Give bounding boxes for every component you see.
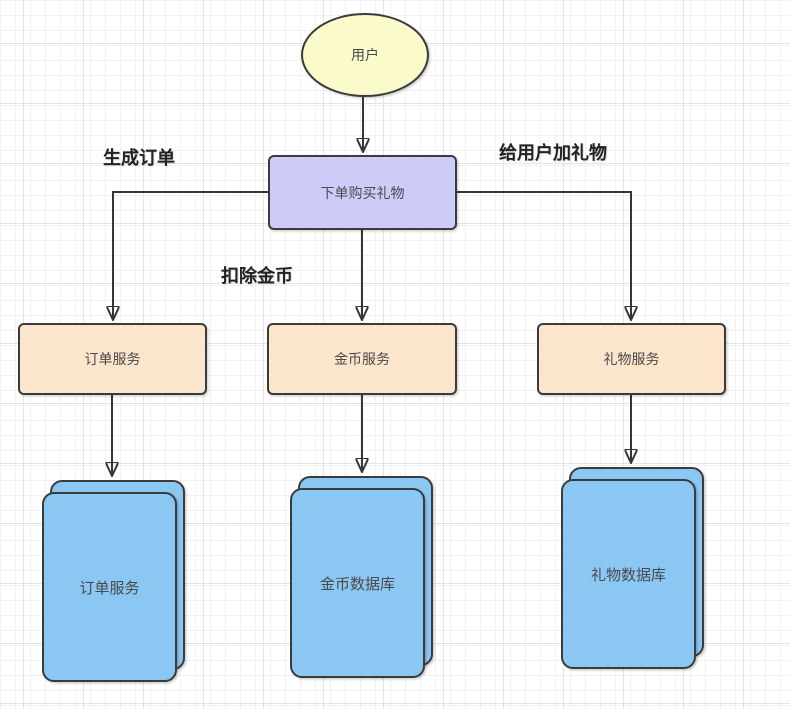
node-coin-service-label: 金币服务	[334, 351, 390, 367]
node-gift-service-label: 礼物服务	[603, 351, 660, 367]
edge-label-add-gift[interactable]: 给用户加礼物	[499, 143, 607, 163]
node-gift-db-label: 礼物数据库	[590, 566, 666, 584]
edge-label-create-order[interactable]: 生成订单	[103, 148, 175, 168]
order-db-front-card: 订单服务	[42, 492, 177, 682]
node-order-service-label: 订单服务	[84, 351, 141, 367]
gift-db-front-card: 礼物数据库	[561, 479, 696, 669]
edge-action-to-order-service	[113, 191, 268, 319]
node-user-label: 用户	[351, 47, 379, 63]
edge-label-deduct-coins[interactable]: 扣除金币	[221, 266, 293, 286]
node-gift-service[interactable]: 礼物服务	[537, 323, 726, 395]
node-order-db[interactable]: 订单服务	[42, 480, 187, 684]
node-coin-db-label: 金币数据库	[319, 575, 395, 593]
edge-action-to-gift-service	[457, 191, 631, 319]
coin-db-front-card: 金币数据库	[290, 488, 425, 678]
node-order-service[interactable]: 订单服务	[18, 323, 207, 395]
node-user[interactable]: 用户	[301, 13, 429, 97]
node-coin-db[interactable]: 金币数据库	[290, 476, 435, 680]
node-buy-action[interactable]: 下单购买礼物	[268, 155, 457, 230]
node-gift-db[interactable]: 礼物数据库	[561, 467, 706, 671]
node-order-db-label: 订单服务	[79, 579, 140, 597]
node-buy-action-label: 下单购买礼物	[320, 184, 405, 201]
node-coin-service[interactable]: 金币服务	[267, 323, 457, 395]
